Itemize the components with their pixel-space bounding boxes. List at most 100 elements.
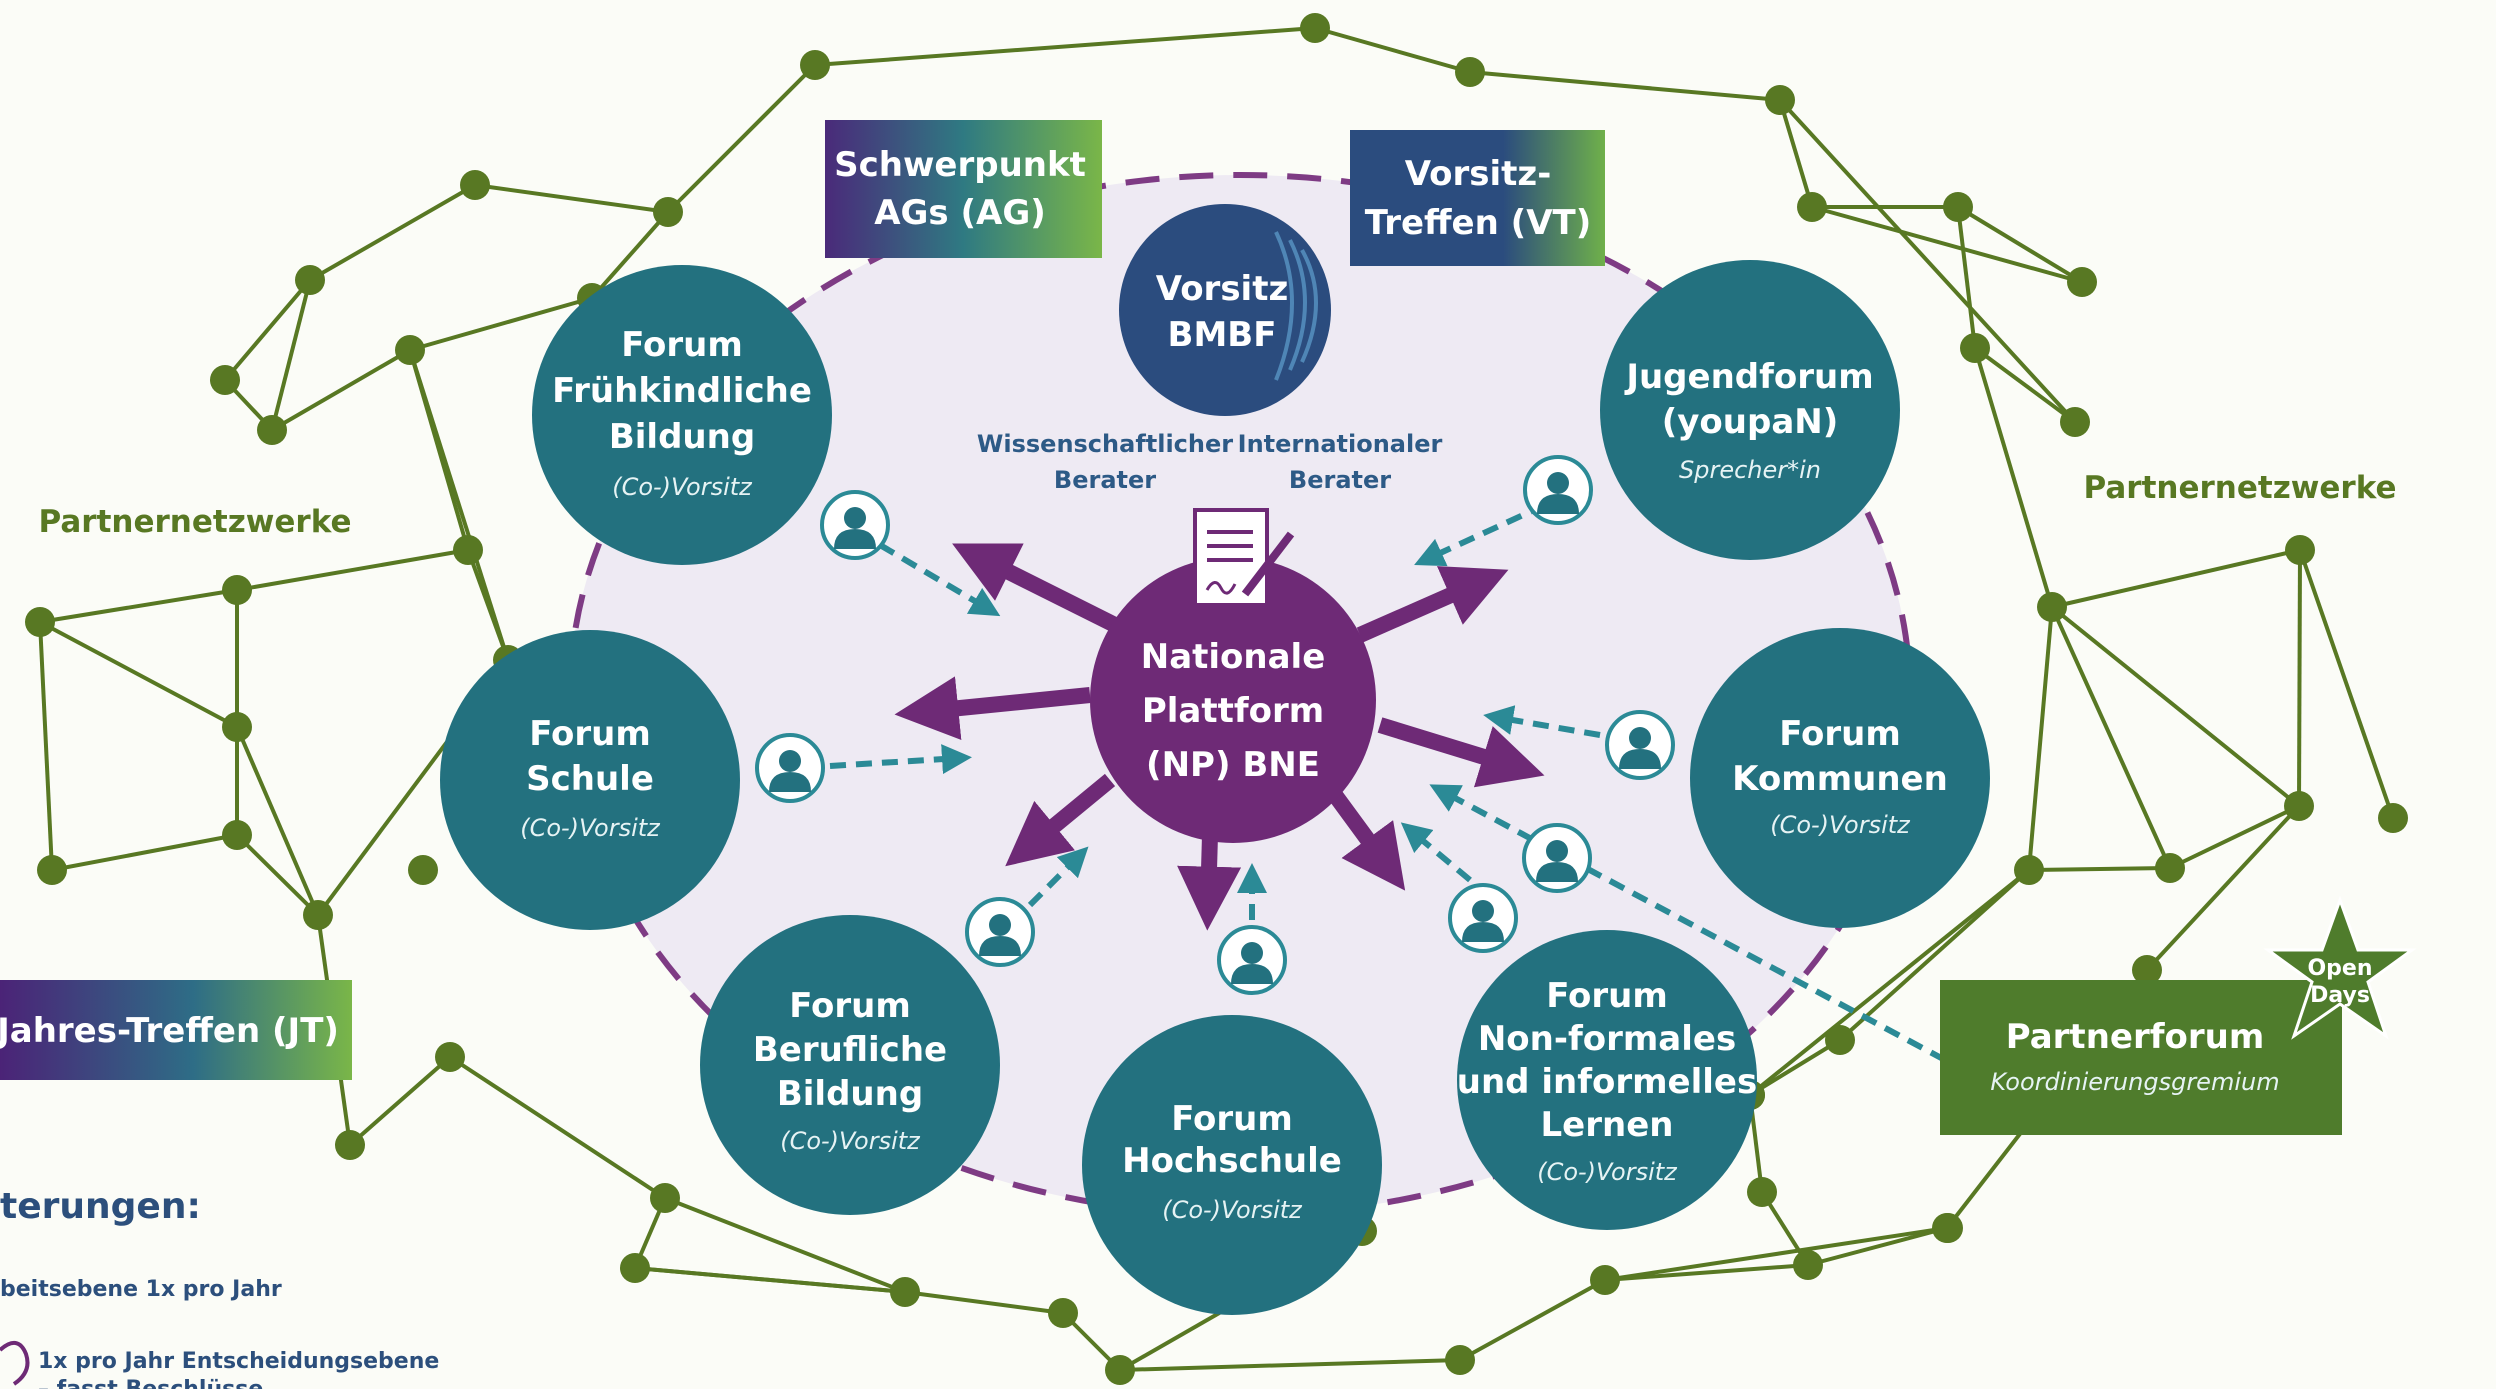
network-edge — [2298, 549, 2395, 819]
network-edge — [1973, 347, 2054, 608]
person-icon — [1448, 883, 1518, 953]
jugendforum-sub: Sprecher*in — [1679, 456, 1821, 484]
network-node — [453, 535, 483, 565]
network-node — [1455, 57, 1485, 87]
network-edge — [1778, 98, 2077, 424]
network-edge — [235, 726, 320, 916]
arrow-to-hochschule — [1177, 834, 1242, 931]
partnerforum-title: Partnerforum — [2006, 1017, 2265, 1057]
network-edge — [223, 278, 312, 382]
network-node — [1825, 1025, 1855, 1055]
network-node — [1943, 192, 1973, 222]
intl-advisor-line1: Internationaler — [1238, 430, 1443, 458]
forum-berufliche-bildung[interactable]: Forum Berufliche Bildung (Co-)Vorsitz — [700, 915, 1000, 1215]
open-days-star[interactable]: Open Days — [2263, 895, 2417, 1040]
network-node — [1445, 1345, 1475, 1375]
vorsitz-bmbf-circle[interactable]: Vorsitz BMBF — [1119, 204, 1331, 416]
network-edge — [2051, 548, 2301, 609]
forum-fruehkindlich-l2: Frühkindliche — [552, 371, 812, 411]
forum-schule[interactable]: Forum Schule (Co-)Vorsitz — [440, 630, 740, 930]
legend-item1: beitsebene 1x pro Jahr — [0, 1277, 282, 1302]
network-edge — [38, 621, 54, 871]
person-icon — [1523, 455, 1593, 525]
partnerforum-box[interactable]: Partnerforum Koordinierungsgremium — [1940, 980, 2342, 1135]
partnernetzwerke-label-right: Partnernetzwerke — [2083, 470, 2396, 506]
forum-hochschule-l1: Forum — [1171, 1099, 1293, 1139]
jahres-treffen-box[interactable]: Jahres-Treffen (JT) — [0, 980, 352, 1080]
network-edge — [51, 833, 238, 872]
network-edge — [2145, 804, 2301, 972]
forum-hochschule-sub: (Co-)Vorsitz — [1162, 1196, 1303, 1224]
scientific-advisor-label: Wissenschaftlicher Berater — [977, 430, 1233, 494]
arrow-to-nonformal — [1328, 790, 1406, 891]
network-edge — [409, 296, 593, 352]
partnerforum-sub: Koordinierungsgremium — [1990, 1068, 2279, 1096]
network-node — [1590, 1265, 1620, 1295]
open-days-line2: Days — [2310, 983, 2370, 1008]
network-node — [1960, 333, 1990, 363]
international-advisor-label: Internationaler Berater — [1238, 430, 1443, 494]
network-edge — [2028, 866, 2171, 872]
network-edge — [634, 1266, 906, 1294]
schwerpunkt-ag-box[interactable]: Schwerpunkt AGs (AG) — [825, 120, 1102, 258]
bmbf-line1: Vorsitz — [1156, 269, 1289, 309]
forum-kommunen-l1: Forum — [1779, 714, 1901, 754]
network-node — [303, 900, 333, 930]
network-node — [2284, 791, 2314, 821]
network-edge — [474, 183, 669, 214]
vorsitz-treffen-box[interactable]: Vorsitz- Treffen (VT) — [1350, 130, 1605, 266]
forum-beruf-l3: Bildung — [777, 1074, 923, 1114]
arrow-to-kommunen — [1377, 717, 1545, 788]
forum-fruehkindlich-l3: Bildung — [609, 417, 755, 457]
network-node — [210, 365, 240, 395]
network-edge — [1838, 868, 2031, 1042]
network-node — [1048, 1298, 1078, 1328]
network-node — [2285, 535, 2315, 565]
center-arrows — [894, 543, 1545, 931]
intl-advisor-line2: Berater — [1289, 466, 1391, 494]
network-node — [2060, 407, 2090, 437]
network-node — [2155, 853, 2185, 883]
network-node — [2037, 592, 2067, 622]
arrow-to-schule — [894, 676, 1091, 741]
forum-hochschule[interactable]: Forum Hochschule (Co-)Vorsitz — [1082, 1015, 1382, 1315]
nationale-plattform-center[interactable]: Nationale Plattform (NP) BNE — [1090, 508, 1376, 843]
arrow-to-beruf — [1005, 773, 1116, 867]
network-edge — [39, 588, 238, 624]
forum-schule-l2: Schule — [526, 759, 654, 799]
network-node — [2132, 955, 2162, 985]
person-icon — [1522, 823, 1592, 893]
forum-fruehkindliche-bildung[interactable]: Forum Frühkindliche Bildung (Co-)Vorsitz — [532, 265, 832, 565]
network-edge — [1973, 346, 2077, 424]
forum-kommunen-sub: (Co-)Vorsitz — [1770, 811, 1911, 839]
forum-kommunen[interactable]: Forum Kommunen (Co-)Vorsitz — [1690, 628, 1990, 928]
network-edge — [235, 833, 320, 917]
legend: terungen: beitsebene 1x pro Jahr 1x pro … — [0, 1186, 439, 1389]
network-edge — [448, 1055, 667, 1200]
science-advisor-line2: Berater — [1054, 466, 1156, 494]
network-edge — [236, 548, 469, 592]
network-edge — [2027, 606, 2054, 871]
forum-nonformal-l4: Lernen — [1541, 1105, 1674, 1145]
center-line1: Nationale — [1141, 637, 1326, 677]
network-edge — [39, 620, 238, 729]
network-edge — [309, 183, 476, 282]
forum-hochschule-l2: Hochschule — [1122, 1141, 1342, 1181]
forum-beruf-l1: Forum — [789, 986, 911, 1026]
jugendforum-youpan[interactable]: Jugendforum (youpaN) Sprecher*in — [1600, 260, 1900, 560]
network-node — [1105, 1355, 1135, 1385]
network-edge — [1748, 1038, 1842, 1097]
vt-box-line1: Vorsitz- — [1405, 154, 1552, 194]
network-edge — [1469, 70, 1781, 102]
person-icon — [820, 490, 890, 560]
network-edge — [2297, 549, 2302, 807]
network-edge — [1811, 205, 2083, 284]
forum-non-formales-lernen[interactable]: Forum Non-formales und informelles Lerne… — [1457, 930, 1757, 1230]
network-edge — [664, 1196, 906, 1294]
forum-kommunen-l2: Kommunen — [1732, 759, 1948, 799]
network-edge — [1459, 1278, 1606, 1362]
network-node — [800, 50, 830, 80]
vt-box-line2: Treffen (VT) — [1365, 203, 1592, 243]
forum-fruehkindlich-l1: Forum — [621, 325, 743, 365]
network-edge — [2050, 605, 2301, 808]
